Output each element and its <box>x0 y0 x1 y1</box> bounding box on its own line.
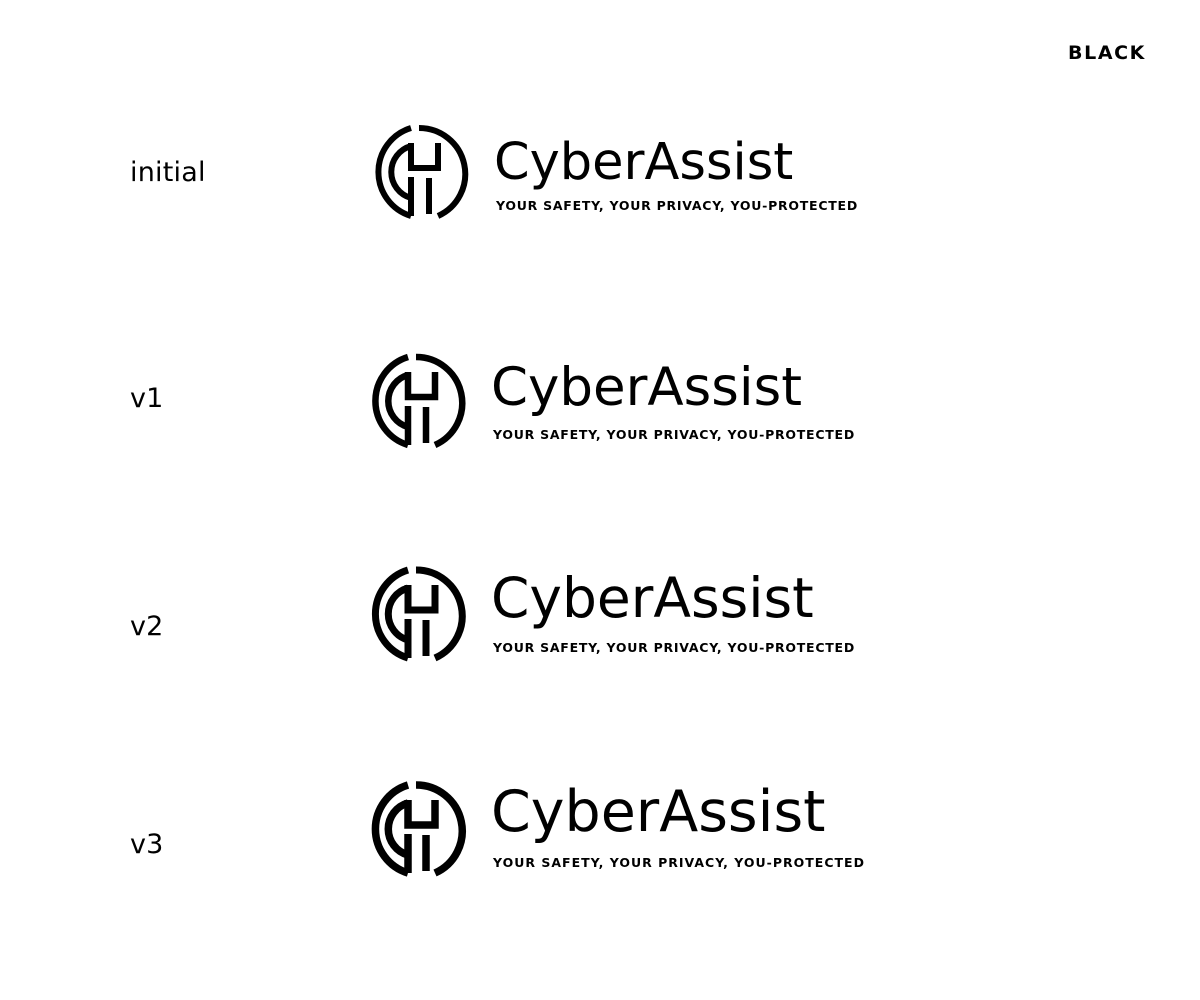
logo-v1: CyberAssist YOUR SAFETY, YOUR PRIVACY, Y… <box>364 349 864 453</box>
brand-name: CyberAssist <box>491 779 826 845</box>
variant-label-v2: v2 <box>130 611 164 642</box>
shield-c-icon <box>372 566 466 662</box>
brand-tagline: YOUR SAFETY, YOUR PRIVACY, YOU-PROTECTED <box>493 855 865 870</box>
variant-label-v1: v1 <box>130 383 164 414</box>
variant-label-v3: v3 <box>130 829 164 860</box>
shield-c-icon <box>375 124 469 219</box>
logo-v3: CyberAssist YOUR SAFETY, YOUR PRIVACY, Y… <box>364 777 899 881</box>
brand-name: CyberAssist <box>491 566 814 630</box>
shield-c-icon <box>371 781 466 877</box>
logo-v2: CyberAssist YOUR SAFETY, YOUR PRIVACY, Y… <box>364 562 879 666</box>
brand-name: CyberAssist <box>494 133 794 192</box>
brand-tagline: YOUR SAFETY, YOUR PRIVACY, YOU-PROTECTED <box>493 427 855 442</box>
variant-label-initial: initial <box>130 157 206 188</box>
logo-initial: CyberAssist YOUR SAFETY, YOUR PRIVACY, Y… <box>367 120 857 224</box>
shield-c-icon <box>372 353 466 449</box>
brand-tagline: YOUR SAFETY, YOUR PRIVACY, YOU-PROTECTED <box>496 198 858 213</box>
brand-tagline: YOUR SAFETY, YOUR PRIVACY, YOU-PROTECTED <box>493 640 855 655</box>
brand-name: CyberAssist <box>491 357 803 418</box>
color-variant-label: BLACK <box>1068 42 1146 64</box>
